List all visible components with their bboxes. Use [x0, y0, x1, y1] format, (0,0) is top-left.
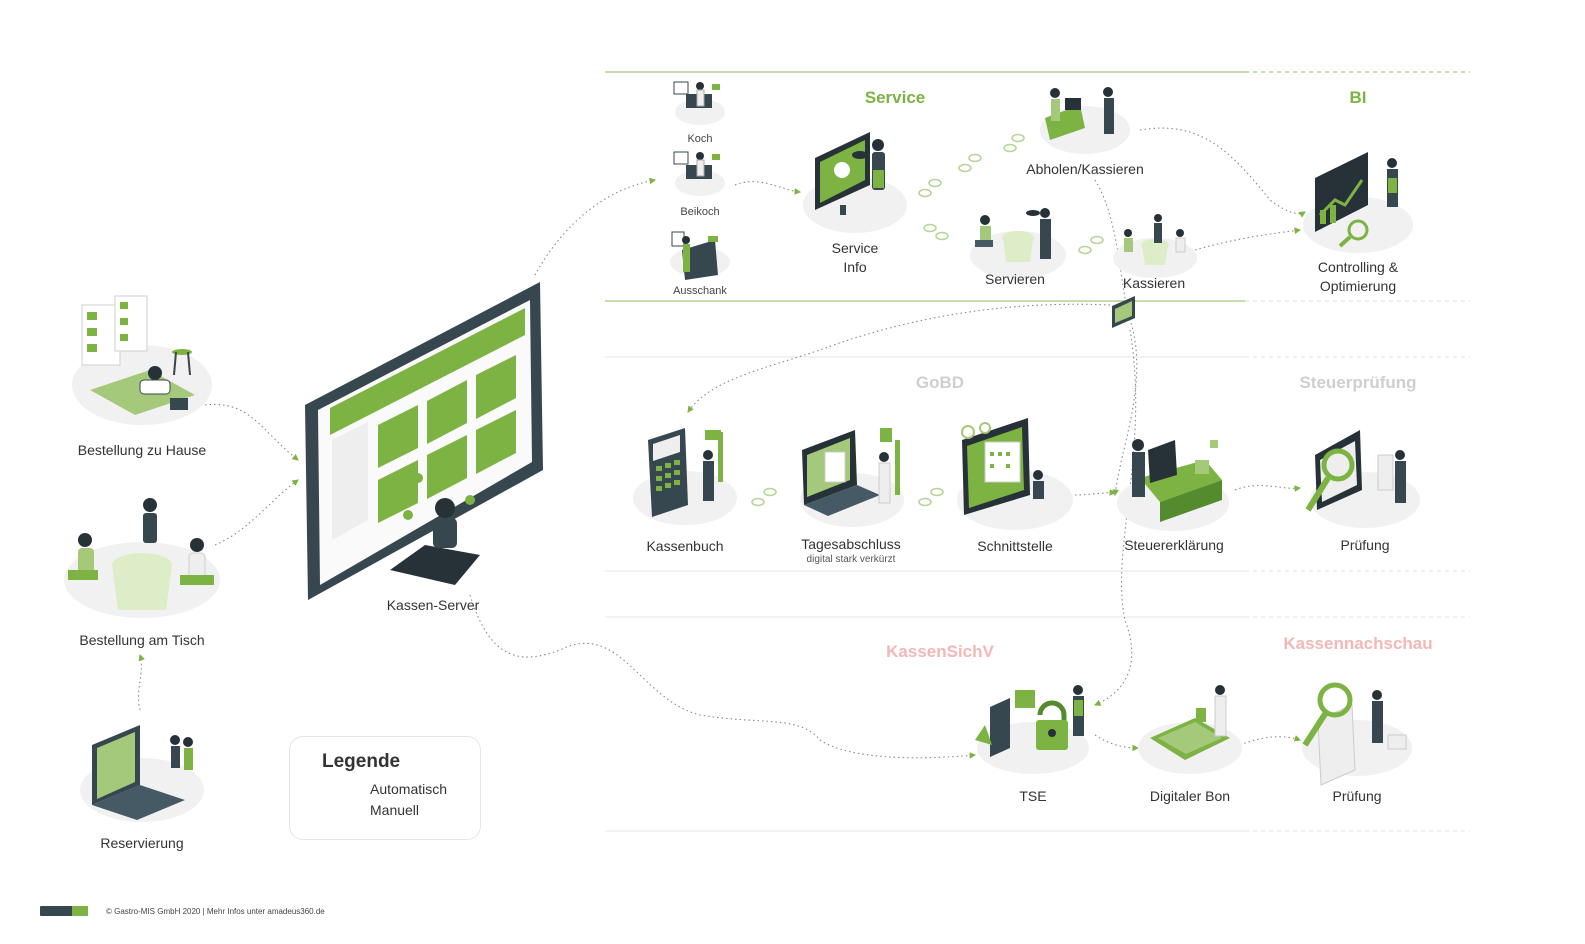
connector-table-server	[214, 479, 299, 546]
daily-closing-illustration	[800, 428, 904, 527]
footer: © Gastro-MIS GmbH 2020 | Mehr Infos unte…	[40, 906, 325, 916]
controlling-illustration	[1303, 152, 1413, 253]
label-servieren: Servieren	[985, 271, 1045, 287]
label-pruefung-kassennachschau: Prüfung	[1332, 788, 1382, 804]
label-bestellung-zu-hause: Bestellung zu Hause	[77, 442, 207, 458]
footprints-servieren-kassieren	[1078, 235, 1104, 255]
label-schnittstelle: Schnittstelle	[977, 538, 1053, 554]
server-monitor-illustration	[305, 282, 543, 600]
label-tagesabschluss: Tagesabschluss	[801, 536, 901, 552]
label-abholen-kassieren: Abholen/Kassieren	[1026, 161, 1144, 177]
section-title-steuerpruefung: Steuerprüfung	[1299, 373, 1417, 392]
tse-illustration	[975, 685, 1089, 774]
cashbook-illustration	[633, 428, 737, 525]
label-controlling-line1: Controlling &	[1317, 259, 1399, 275]
section-title-service: Service	[864, 88, 926, 107]
connector-kassieren-bi	[1194, 227, 1302, 251]
footprints-kassenbuch-tagesabschluss	[751, 487, 777, 507]
serving-illustration	[970, 208, 1066, 279]
tax-return-illustration	[1117, 439, 1229, 531]
service-info-illustration	[803, 132, 907, 233]
connector-server-tse	[469, 594, 977, 759]
section-title-kassensichv: KassenSichV	[886, 642, 994, 661]
connector-schnittstelle-steuer	[1074, 489, 1117, 496]
gastro-mis-logo	[40, 906, 88, 916]
footprints-tagesabschluss-schnittstelle	[918, 487, 944, 507]
connector-abholen-bi	[1139, 127, 1306, 218]
connector-vertical-tse	[1093, 329, 1137, 706]
connector-home-server	[204, 403, 299, 461]
connector-vertical-abholen	[1094, 179, 1138, 497]
legend-box: Legende Automatisch Manuell	[289, 736, 481, 840]
connector-server-kitchen	[534, 177, 657, 276]
cash-audit-illustration	[1302, 682, 1412, 786]
pickup-checkout-illustration	[1040, 87, 1130, 154]
tax-audit-illustration	[1305, 430, 1420, 528]
reservation-illustration	[80, 725, 204, 822]
label-tagesabschluss-sub: digital stark verkürzt	[806, 554, 896, 565]
connector-reservation-table	[138, 653, 145, 711]
connector-kitchen-serviceinfo	[734, 181, 802, 195]
label-kassieren: Kassieren	[1122, 275, 1186, 291]
footprints-serviceinfo-abholen	[918, 133, 1025, 198]
label-kassen-server: Kassen-Server	[386, 597, 480, 613]
connector-bon-pruefung	[1239, 735, 1302, 746]
copyright-text: © Gastro-MIS GmbH 2020 | Mehr Infos unte…	[106, 906, 325, 916]
footprints-serviceinfo-servieren	[923, 223, 949, 241]
legend-title: Legende	[322, 751, 401, 772]
label-digitaler-bon: Digitaler Bon	[1149, 788, 1231, 804]
connector-steuer-pruefung	[1234, 484, 1302, 492]
kitchen-illustrations	[670, 81, 730, 280]
label-steuererklaerung: Steuererklärung	[1124, 537, 1224, 553]
legend-manuell: Manuell	[370, 802, 420, 818]
connector-tse-bon	[1094, 734, 1140, 752]
label-kassenbuch: Kassenbuch	[646, 538, 724, 554]
home-order-illustration	[72, 295, 212, 425]
label-controlling-line2: Optimierung	[1319, 278, 1397, 294]
digital-receipt-illustration	[1138, 685, 1242, 774]
section-title-kassennachschau: Kassennachschau	[1283, 634, 1433, 653]
label-reservierung: Reservierung	[100, 835, 184, 851]
label-pruefung-steuer: Prüfung	[1340, 537, 1390, 553]
interface-illustration	[957, 418, 1073, 530]
table-order-illustration	[64, 498, 220, 618]
label-beikoch: Beikoch	[680, 206, 720, 218]
label-ausschank: Ausschank	[673, 285, 727, 297]
section-lines	[605, 71, 1470, 832]
section-title-gobd: GoBD	[915, 373, 965, 392]
label-koch: Koch	[687, 133, 713, 145]
legend-automatisch: Automatisch	[370, 781, 448, 797]
label-tse: TSE	[1019, 788, 1047, 804]
manual-connectors	[751, 133, 1104, 507]
connector-kassieren-kassenbuch	[687, 303, 1111, 413]
label-service-info-line1: Service	[831, 240, 879, 256]
checkout-illustration	[1113, 214, 1197, 278]
section-title-bi: BI	[1349, 88, 1367, 107]
label-service-info-line2: Info	[843, 259, 867, 275]
terminal-icon	[1112, 296, 1135, 328]
label-bestellung-am-tisch: Bestellung am Tisch	[79, 632, 205, 648]
